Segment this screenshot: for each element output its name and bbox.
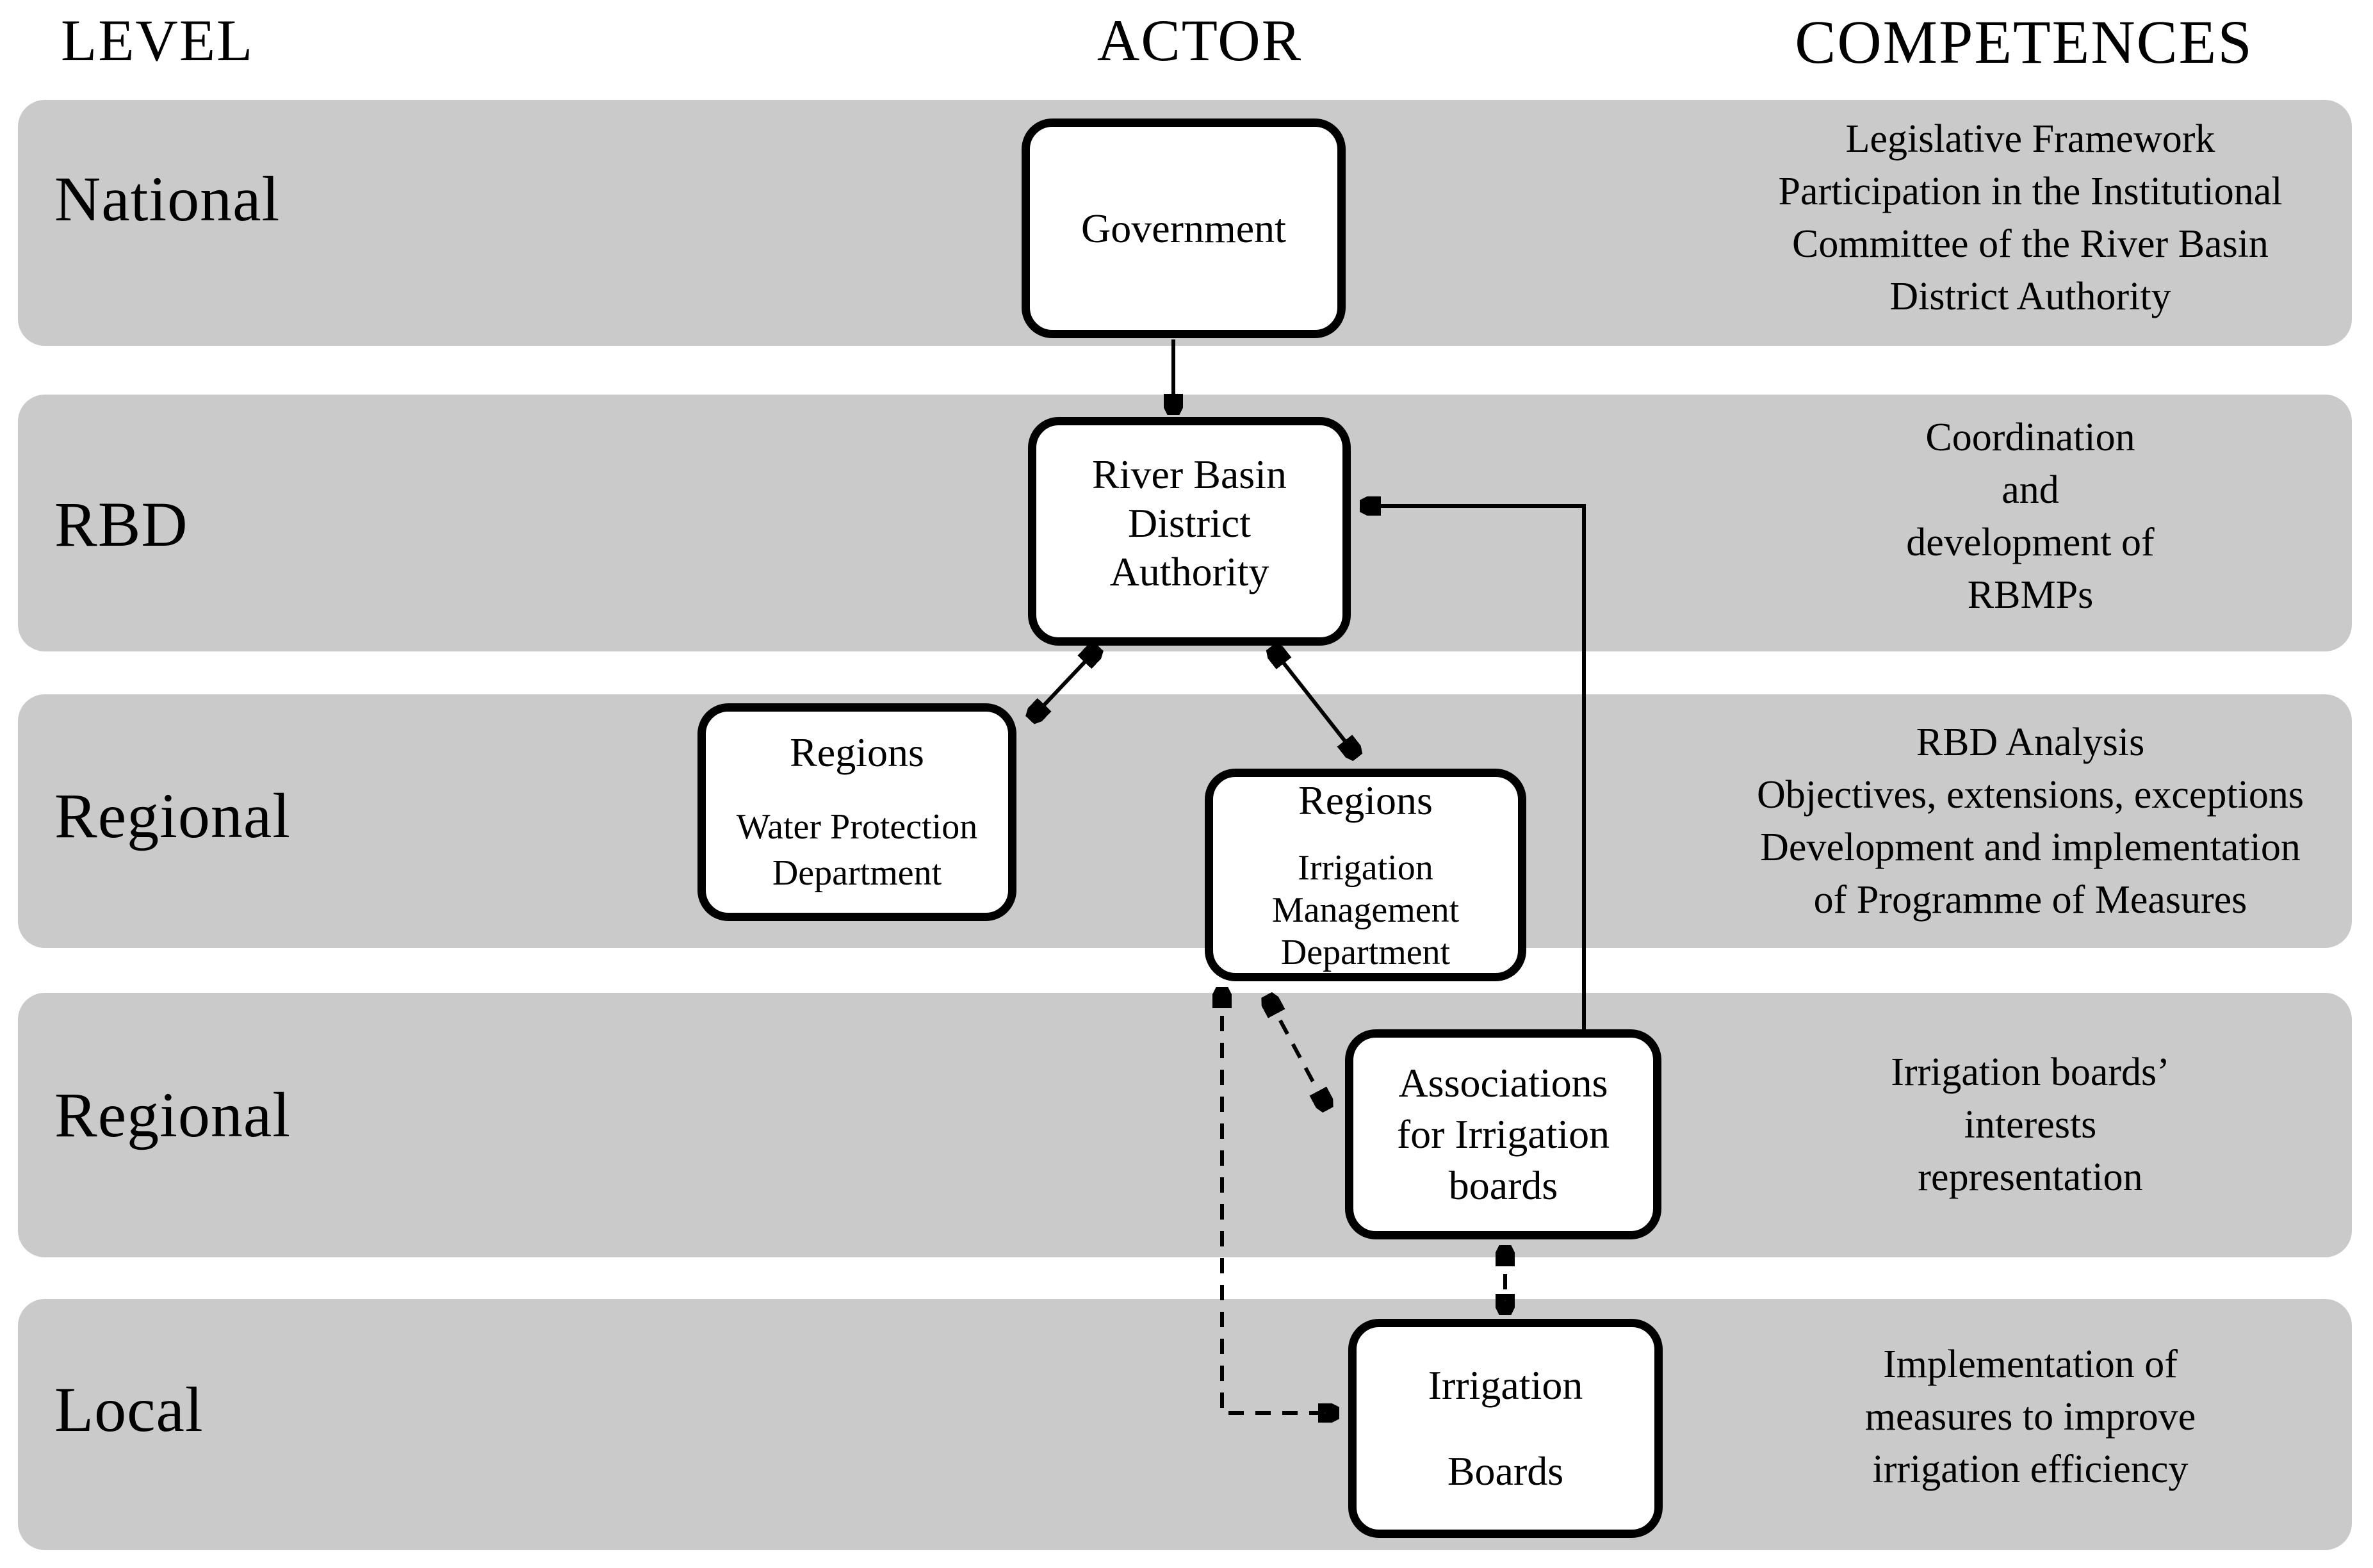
competence-line: Participation in the Institutional xyxy=(1778,170,2283,213)
actor-label: Department xyxy=(1280,933,1451,972)
level-label-regional-2: Regional xyxy=(54,1079,291,1150)
competences-regional-rbd: RBD Analysis Objectives, extensions, exc… xyxy=(1678,716,2373,926)
competence-line: Development and implementation xyxy=(1760,826,2301,869)
competence-line: Objectives, extensions, exceptions xyxy=(1756,773,2304,817)
actor-label: Boards xyxy=(1447,1448,1564,1494)
competence-line: Committee of the River Basin xyxy=(1792,222,2269,266)
competence-line: Irrigation boards’ xyxy=(1891,1050,2170,1094)
actor-box-regions-irrigation-management: Regions Irrigation Management Department xyxy=(1205,769,1526,981)
actor-label: Water Protection xyxy=(736,807,978,847)
competences-national: Legislative Framework Participation in t… xyxy=(1678,113,2373,323)
level-label-rbd: RBD xyxy=(54,489,188,560)
actor-label: Irrigation xyxy=(1298,848,1433,888)
competence-line: irrigation efficiency xyxy=(1872,1448,2189,1491)
actor-box-associations-irrigation-boards: Associations for Irrigation boards xyxy=(1345,1029,1661,1239)
band-local xyxy=(18,1299,2352,1550)
competence-line: Coordination xyxy=(1925,416,2135,459)
competences-rbd: Coordination and development of RBMPs xyxy=(1678,411,2373,621)
band-regional-associations xyxy=(18,993,2352,1257)
competence-line: development of xyxy=(1906,521,2155,564)
column-header-actor: ACTOR xyxy=(1097,8,1303,73)
actor-label: Management xyxy=(1271,890,1460,930)
actor-box-river-basin-district-authority: River Basin District Authority xyxy=(1028,417,1351,646)
level-label-national: National xyxy=(54,163,281,234)
actor-title: Regions xyxy=(790,730,924,775)
competence-line: RBD Analysis xyxy=(1916,721,2145,764)
actor-label: Associations xyxy=(1398,1060,1608,1106)
competence-line: RBMPs xyxy=(1967,573,2094,617)
competences-local: Implementation of measures to improve ir… xyxy=(1678,1338,2373,1496)
competence-line: and xyxy=(2002,468,2059,512)
competence-line: Implementation of xyxy=(1883,1343,2178,1386)
actor-label: River Basin xyxy=(1092,452,1287,497)
actor-box-irrigation-boards: Irrigation Boards xyxy=(1348,1319,1663,1538)
level-label-regional-1: Regional xyxy=(54,780,291,851)
actor-title: Regions xyxy=(1298,778,1433,823)
actor-box-government: Government xyxy=(1022,118,1346,338)
competence-line: Legislative Framework xyxy=(1845,117,2215,161)
competence-line: interests xyxy=(1964,1103,2097,1147)
competence-line: measures to improve xyxy=(1864,1395,2196,1439)
competence-line: District Authority xyxy=(1889,275,2171,318)
competence-line: of Programme of Measures xyxy=(1813,878,2247,922)
actor-label: Department xyxy=(772,853,942,893)
actor-box-regions-water-protection: Regions Water Protection Department xyxy=(697,703,1016,921)
competence-line: representation xyxy=(1918,1156,2143,1199)
actor-label: for Irrigation xyxy=(1396,1111,1610,1157)
competences-regional-boards: Irrigation boards’ interests representat… xyxy=(1678,1046,2373,1204)
band-regional-departments xyxy=(18,694,2352,948)
actor-label: Irrigation xyxy=(1428,1362,1583,1408)
level-label-local: Local xyxy=(54,1374,204,1445)
column-header-competences: COMPETENCES xyxy=(1795,8,2253,76)
actor-label: Authority xyxy=(1109,549,1269,594)
actor-label: Government xyxy=(1081,205,1286,251)
actor-label: District xyxy=(1128,500,1251,546)
column-header-level: LEVEL xyxy=(61,8,254,73)
actor-label: boards xyxy=(1448,1163,1558,1208)
